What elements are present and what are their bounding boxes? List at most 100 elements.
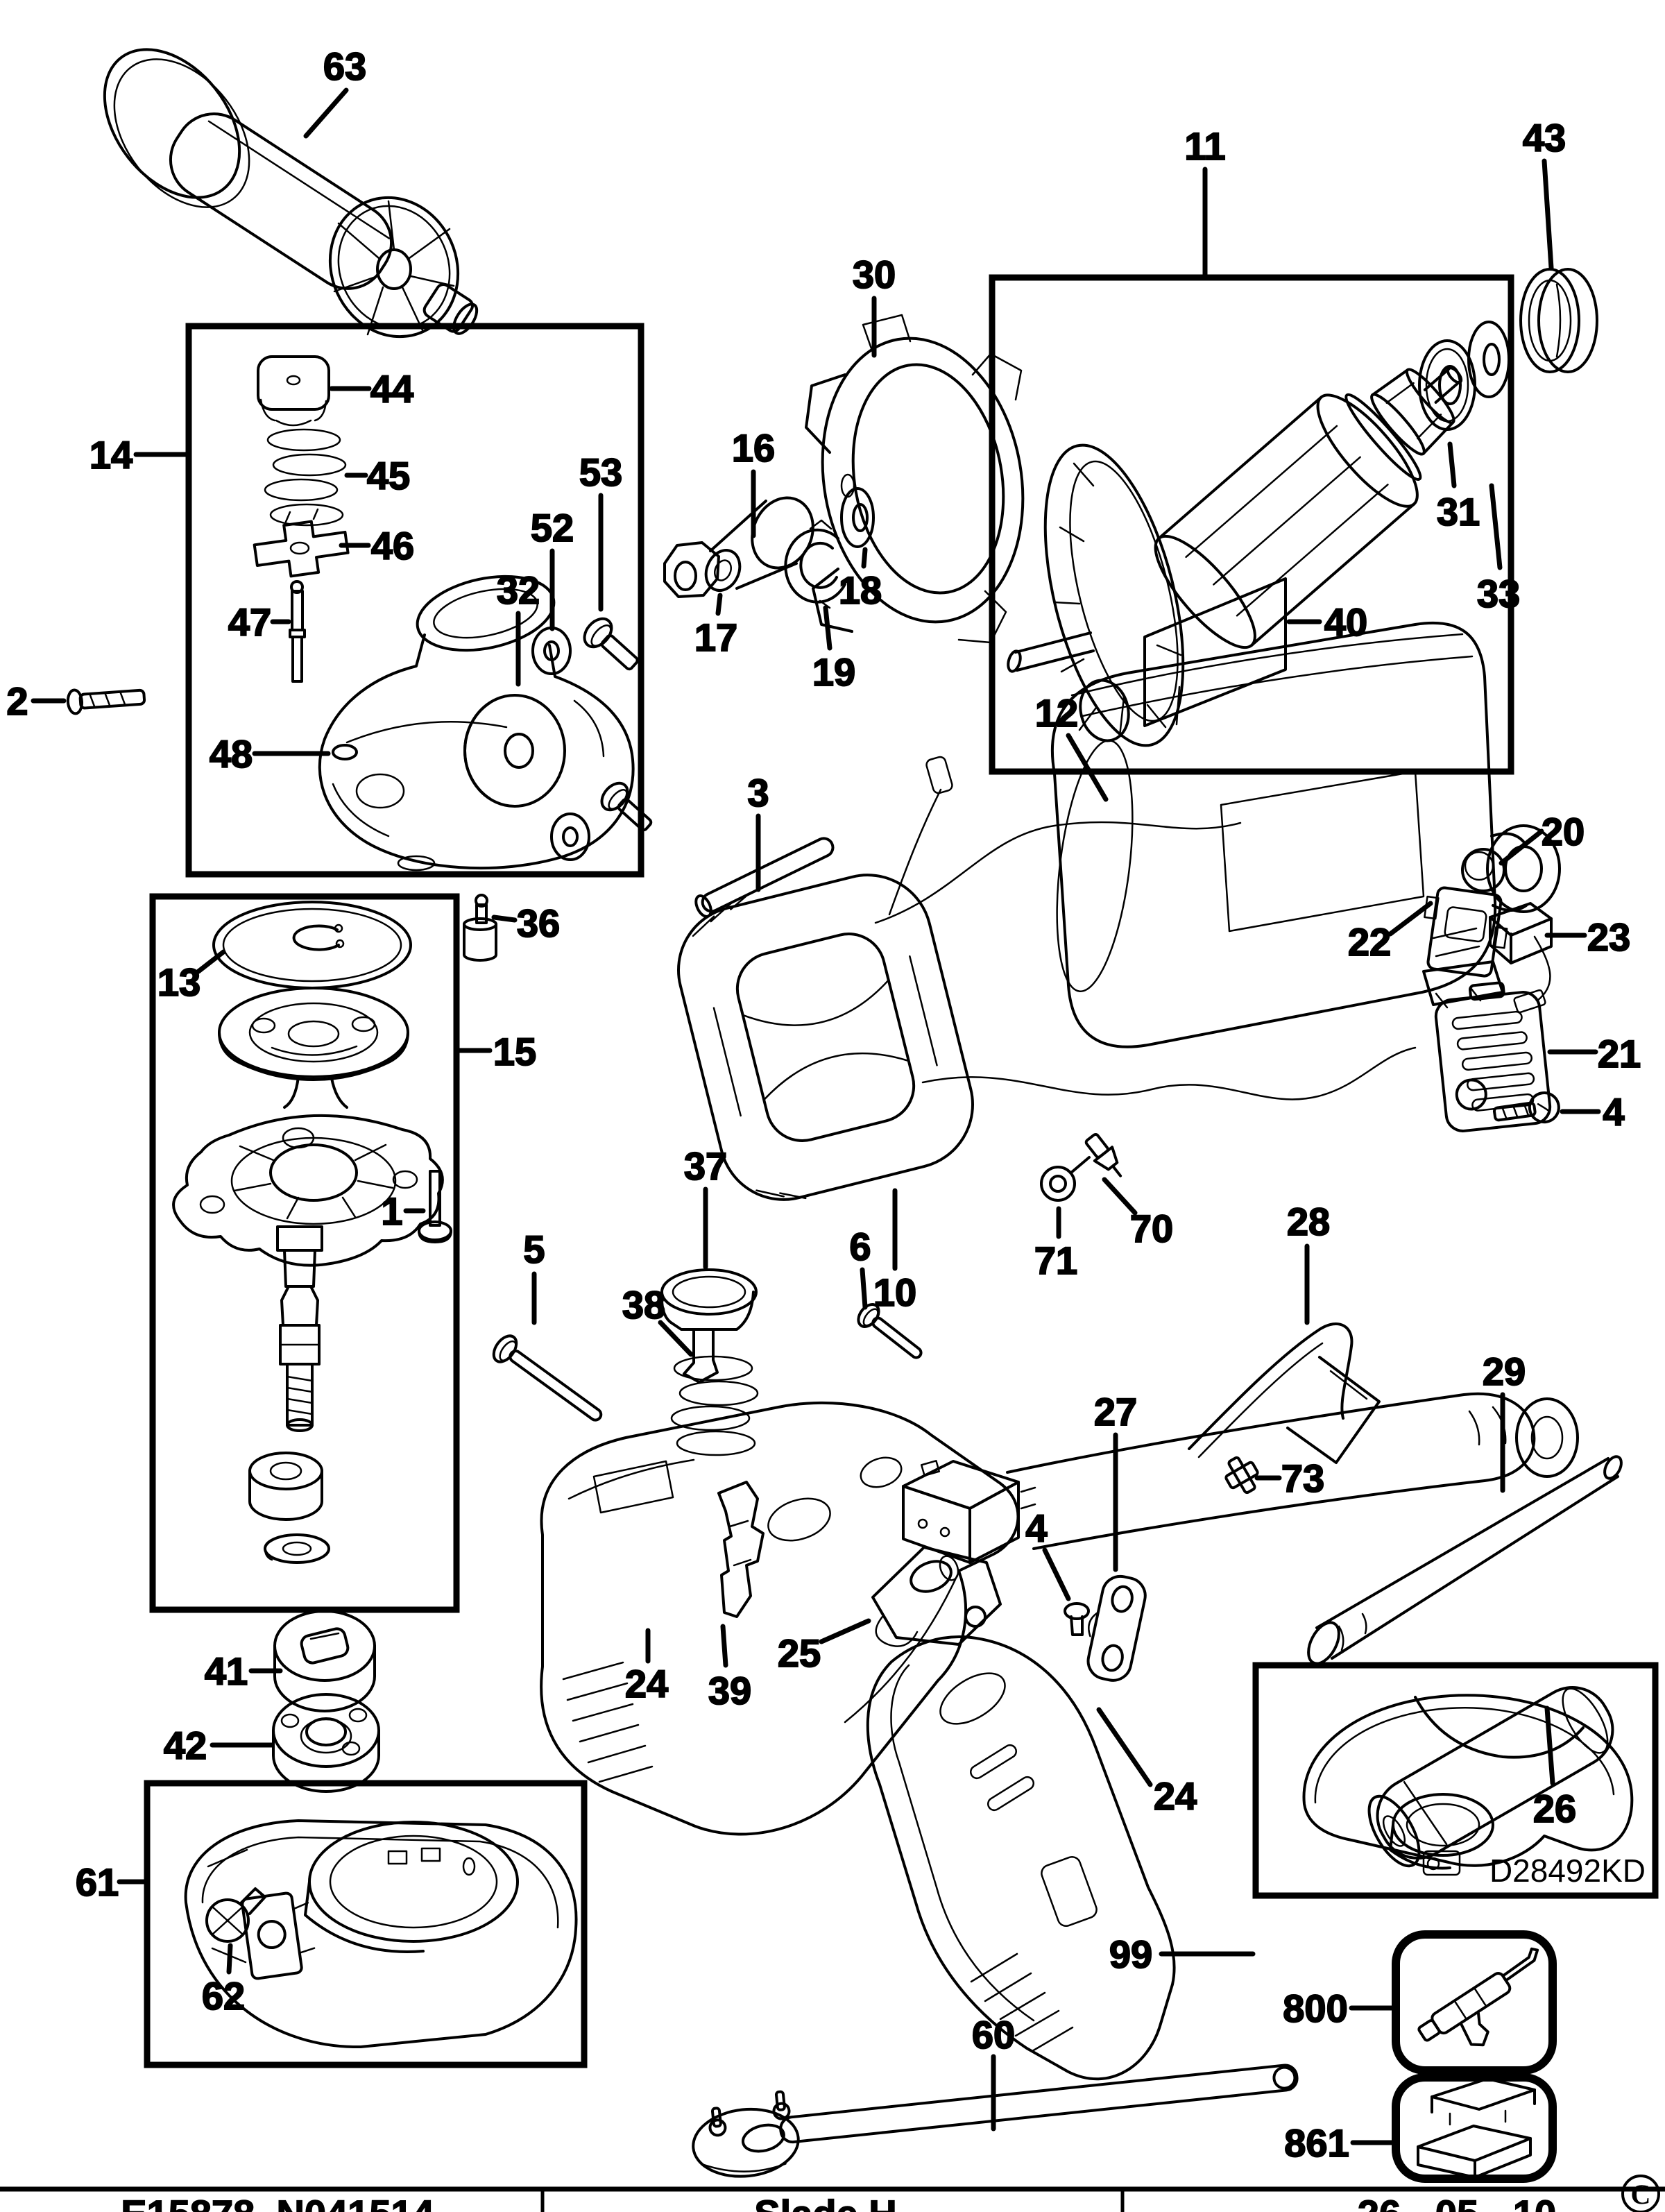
part-label-63-0: 63 bbox=[323, 44, 366, 88]
part-label-30-15: 30 bbox=[853, 253, 896, 296]
part-label-70-25: 70 bbox=[1130, 1207, 1173, 1250]
part-label-24-42: 24 bbox=[1154, 1774, 1197, 1818]
leader-line-19-18 bbox=[823, 605, 832, 651]
clutch-stack-drawing bbox=[172, 901, 452, 1564]
part-label-43-12: 43 bbox=[1523, 116, 1566, 160]
nut-17 bbox=[663, 541, 720, 598]
footer-drawing-number: E15878 N041514 bbox=[121, 2192, 434, 2212]
leader-line-70-25 bbox=[1102, 1177, 1138, 1216]
part-label-52-9: 52 bbox=[531, 506, 574, 550]
kit-box-800 bbox=[1392, 1930, 1557, 2075]
screw-4a bbox=[1492, 1091, 1560, 1124]
trigger-39 bbox=[717, 1481, 765, 1618]
fan-baffle-30 bbox=[805, 314, 1025, 644]
screw-53a bbox=[583, 617, 639, 671]
guard-d28492kd-drawing: D28492KD bbox=[1302, 1694, 1646, 1889]
footer-date: 26 - 05 - 10 bbox=[1358, 2192, 1556, 2212]
part-label-37-36: 37 bbox=[684, 1144, 727, 1188]
lock-pin-47 bbox=[289, 580, 306, 683]
part-label-6-38: 6 bbox=[849, 1225, 871, 1268]
part-label-20-26: 20 bbox=[1542, 810, 1585, 853]
leader-line-33-14 bbox=[1489, 483, 1503, 570]
washer-33 bbox=[1467, 321, 1510, 398]
leader-line-24-42 bbox=[1096, 1707, 1153, 1787]
o-ring-48 bbox=[332, 744, 358, 760]
part-label-4-30: 4 bbox=[1603, 1090, 1624, 1134]
grease-gun-drawing bbox=[1417, 1947, 1539, 2047]
roller-32 bbox=[463, 694, 566, 808]
part-label-62-54: 62 bbox=[202, 1974, 245, 2018]
leader-line-31-13 bbox=[1447, 441, 1457, 488]
cord-28 bbox=[1188, 1322, 1381, 1464]
thrust-washer bbox=[264, 1533, 330, 1564]
assembly-box-61 bbox=[144, 1780, 588, 2068]
screw-5 bbox=[492, 1334, 603, 1422]
part-label-28-45: 28 bbox=[1287, 1200, 1330, 1243]
switch-block bbox=[902, 1460, 1036, 1564]
lower-bearing bbox=[248, 1452, 323, 1521]
leader-line-18-19 bbox=[861, 547, 868, 569]
part-label-48-7: 48 bbox=[210, 732, 253, 776]
part-label-861-56: 861 bbox=[1284, 2121, 1349, 2165]
side-handle-drawing bbox=[103, 48, 479, 339]
leader-line-39-39 bbox=[720, 1624, 728, 1668]
spindle-lock-parts bbox=[253, 355, 653, 871]
armature-drawing bbox=[1007, 321, 1510, 747]
bearing-plate-fan bbox=[172, 1114, 444, 1267]
leader-line-43-12 bbox=[1542, 158, 1554, 271]
copyright-mark: C bbox=[1621, 2175, 1660, 2212]
part-label-27-43: 27 bbox=[1094, 1390, 1137, 1433]
motor-housing-drawing bbox=[1050, 621, 1561, 1048]
part-label-61-53: 61 bbox=[76, 1860, 119, 1904]
part-label-18-19: 18 bbox=[839, 568, 882, 612]
screw-6 bbox=[857, 1303, 923, 1359]
leader-line-36-31 bbox=[491, 914, 518, 923]
part-label-14-1: 14 bbox=[89, 433, 133, 477]
leader-line-63-0 bbox=[303, 87, 349, 139]
rivet-4b bbox=[1064, 1602, 1090, 1636]
part-label-800-55: 800 bbox=[1283, 1986, 1347, 2030]
copyright-letter: C bbox=[1631, 2179, 1651, 2210]
part-label-32-10: 32 bbox=[497, 568, 540, 612]
cord-clamp-27 bbox=[1086, 1574, 1147, 1682]
part-label-11-11: 11 bbox=[1184, 124, 1225, 168]
footer-name: Slade H bbox=[754, 2192, 896, 2212]
leader-line-12-20 bbox=[1066, 733, 1109, 802]
stud-36 bbox=[463, 894, 497, 962]
part-label-29-47: 29 bbox=[1483, 1350, 1526, 1393]
leader-line-22-27 bbox=[1388, 901, 1433, 937]
leader-line-17-17 bbox=[715, 593, 723, 616]
guard-kit-box bbox=[1252, 1662, 1659, 1899]
leader-line-20-26 bbox=[1498, 828, 1544, 866]
sleeve-43 bbox=[1519, 268, 1598, 373]
screw-53b bbox=[600, 781, 653, 832]
washer-18 bbox=[840, 487, 875, 548]
assembly-box-11 bbox=[989, 274, 1514, 775]
spade-terminal-70 bbox=[1084, 1132, 1122, 1177]
pin-3 bbox=[694, 837, 835, 918]
part-label-15-33: 15 bbox=[493, 1030, 536, 1073]
part-label-4-44: 4 bbox=[1025, 1506, 1047, 1550]
part-label-22-27: 22 bbox=[1348, 920, 1391, 964]
model-label: D28492KD bbox=[1489, 1853, 1646, 1889]
bearing-31 bbox=[1418, 339, 1476, 431]
inner-flange-41 bbox=[273, 1610, 376, 1712]
part-label-24-41: 24 bbox=[625, 1662, 668, 1705]
leader-line-13-32 bbox=[196, 949, 226, 974]
leader-line-26-48 bbox=[1544, 1705, 1555, 1786]
switch-bracket-25 bbox=[871, 1546, 1002, 1647]
leader-line-62-54 bbox=[226, 1943, 233, 1975]
part-label-39-39: 39 bbox=[708, 1669, 751, 1712]
screw-1 bbox=[418, 1170, 452, 1243]
part-label-41-51: 41 bbox=[205, 1649, 248, 1693]
part-label-19-18: 19 bbox=[812, 650, 855, 694]
spring-38 bbox=[670, 1355, 759, 1456]
cord-protector-29 bbox=[1307, 1455, 1623, 1665]
part-label-47-6: 47 bbox=[228, 600, 271, 644]
part-label-53-8: 53 bbox=[579, 450, 622, 494]
leader-line-38-37 bbox=[658, 1320, 694, 1357]
ring-terminal-71 bbox=[1040, 1156, 1091, 1202]
part-label-23-28: 23 bbox=[1587, 915, 1630, 959]
